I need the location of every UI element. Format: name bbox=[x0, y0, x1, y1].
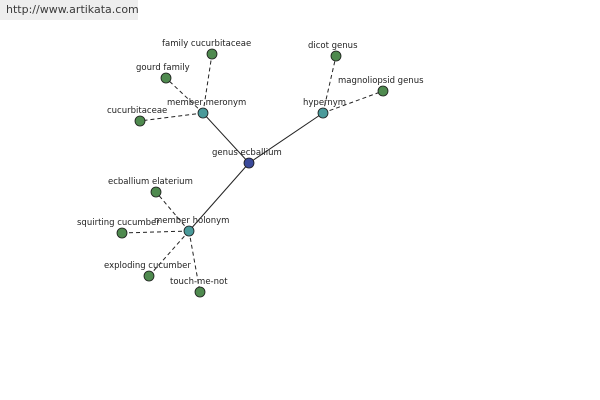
edge-meronym-gourd bbox=[165, 77, 204, 114]
relation-node-holonym[interactable] bbox=[183, 225, 195, 237]
root-node[interactable] bbox=[243, 157, 255, 169]
edge-holonym-touch bbox=[188, 230, 201, 293]
root-label: genus ecballium bbox=[212, 148, 282, 158]
relation-label-hypernym: hypernym bbox=[303, 98, 346, 108]
leaf-node-magno[interactable] bbox=[377, 85, 389, 97]
leaf-label-explode: exploding cucumber bbox=[104, 261, 191, 271]
leaf-label-touch: touch-me-not bbox=[170, 277, 228, 287]
edge-root-meronym bbox=[202, 112, 250, 164]
leaf-node-cucu[interactable] bbox=[134, 115, 146, 127]
relation-label-holonym: member holonym bbox=[154, 216, 229, 226]
graph-nodes bbox=[116, 48, 389, 298]
leaf-node-squirt[interactable] bbox=[116, 227, 128, 239]
relation-label-meronym: member meronym bbox=[167, 98, 246, 108]
relation-node-hypernym[interactable] bbox=[317, 107, 329, 119]
watermark-url: http://www.artikata.com bbox=[6, 3, 139, 16]
edge-meronym-cucu bbox=[139, 112, 204, 122]
edge-root-holonym bbox=[188, 162, 250, 232]
leaf-label-cucu: cucurbitaceae bbox=[107, 106, 167, 116]
leaf-label-elat: ecballium elaterium bbox=[108, 177, 193, 187]
edge-root-hypernym bbox=[248, 112, 324, 164]
leaf-node-touch[interactable] bbox=[194, 286, 206, 298]
leaf-node-explode[interactable] bbox=[143, 270, 155, 282]
relation-node-meronym[interactable] bbox=[197, 107, 209, 119]
leaf-label-fam: family cucurbitaceae bbox=[162, 39, 251, 49]
graph-edges bbox=[121, 53, 384, 293]
edge-holonym-explode bbox=[148, 230, 190, 277]
edge-hypernym-magno bbox=[322, 90, 384, 114]
edge-meronym-fam bbox=[202, 53, 213, 114]
edge-hypernym-dicot bbox=[322, 55, 337, 114]
leaf-node-dicot[interactable] bbox=[330, 50, 342, 62]
leaf-node-elat[interactable] bbox=[150, 186, 162, 198]
leaf-label-squirt: squirting cucumber bbox=[77, 218, 160, 228]
leaf-label-magno: magnoliopsid genus bbox=[338, 76, 424, 86]
leaf-node-gourd[interactable] bbox=[160, 72, 172, 84]
leaf-label-gourd: gourd family bbox=[136, 63, 190, 73]
leaf-node-fam[interactable] bbox=[206, 48, 218, 60]
leaf-label-dicot: dicot genus bbox=[308, 41, 358, 51]
edge-holonym-elat bbox=[155, 191, 190, 232]
watermark-banner: http://www.artikata.com bbox=[0, 0, 139, 20]
graph-labels: genus ecballium member meronym hypernym mem… bbox=[77, 39, 424, 287]
edge-holonym-squirt bbox=[121, 230, 190, 234]
